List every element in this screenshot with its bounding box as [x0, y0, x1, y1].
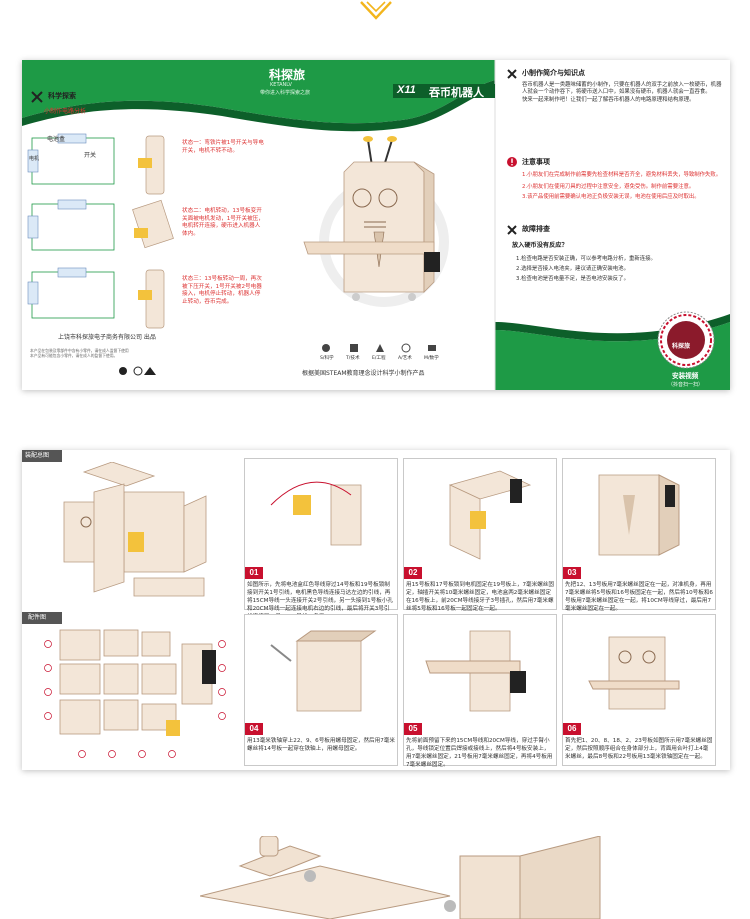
step-number: 05	[404, 723, 422, 735]
steam-e-label: E/工程	[372, 356, 386, 361]
step-panel-5: 05 先将前面预留下来的15CM导线和20CM导线，穿过手臂小孔，导线锁定位置后…	[403, 614, 557, 769]
step-text: 用13毫米铁轴穿上22、9、6号板用螺母固定，然后用7毫米螺丝将14号板一起穿在…	[247, 738, 395, 753]
state-1-text: 状态一：弯铁片被1号开关与导电开关，电机不转不动。	[182, 140, 264, 154]
intro-title: 小制作简介与知识点	[522, 69, 585, 77]
alert-icon	[507, 157, 517, 167]
step-panel-4: 04 用13毫米铁轴穿上22、9、6号板用螺母固定，然后用7毫米螺丝将14号板一…	[244, 614, 398, 766]
trouble-item: 2.选择是否接入电池夹，建议请正确安装电池。	[516, 266, 629, 272]
step-number: 02	[404, 567, 422, 579]
product-tag: X11 吞币机器人	[393, 84, 495, 99]
parts-layout	[44, 629, 226, 758]
step-panel-6: 06 首先把1、20、8、18、2、23号板如图所示用7毫米螺丝固定，然后按照顺…	[562, 614, 716, 766]
state-2-text: 状态二：电机转动，13号板变开关面被电机发动，1号开关被压，电机转开连接，硬币进…	[182, 208, 264, 237]
step-panel-3: 03 先把12、13号板用7毫米螺丝固定在一起，对准机身，再用7毫米螺丝将5号板…	[562, 458, 716, 613]
chevron-down-icon	[360, 1, 392, 20]
step-text: 先将前面预留下来的15CM导线和20CM导线，穿过手臂小孔，导线锁定位置后焊接或…	[406, 738, 553, 769]
steam-m-label: M/数学	[424, 356, 439, 361]
step-number: 06	[563, 723, 581, 735]
caution-title: 注意事项	[522, 158, 550, 166]
caution-item: 3.该产品使用前需要确认电池正负极安装无误，电池在使用后应及时取出。	[522, 194, 700, 200]
product-photo-crop	[200, 836, 601, 919]
step-text: 首先把1、20、8、18、2、23号板如图所示用7毫米螺丝固定，然后按照顺序组合…	[565, 738, 713, 761]
robot-illustration	[303, 136, 449, 307]
step-panel-1: 01 如图所示，先将电池盒红色导线穿过14号板和19号板锁制接到开关1号引线，电…	[244, 458, 398, 620]
step-text: 先把12、13号板用7毫米螺丝固定在一起，对准机身，再用7毫米螺丝将5号板和16…	[565, 582, 713, 613]
step-number: 03	[563, 567, 581, 579]
manual-sheet: 装配总图 配件图 01 如图所示，先将电池盒红色导线穿过14号板和19号板锁制接…	[22, 450, 730, 770]
caution-item: 2.小朋友们在使用刀具的过程中注意安全，避免受伤。制作前需要注意。	[522, 184, 695, 190]
section-subtitle: 小制作电路分析	[44, 108, 87, 115]
steam-t-label: T/技术	[346, 356, 360, 361]
trouble-item: 1.检查电路是否安装正确，可以参考电路分析，重新连接。	[516, 256, 656, 262]
step-text: 用15号板和17号板锁到电机固定在19号板上，7毫米螺丝固定，轴插开关将10毫米…	[406, 582, 554, 613]
small-print: 本产品在包装及零部件中含有小零件，请在成人监督下使用 本产品有可能包含小零件，请…	[30, 348, 129, 359]
brand-tagline: 带你进入科学探索之旅	[260, 90, 311, 96]
product-code: X11	[397, 84, 416, 96]
parts-tag: 配件图	[22, 612, 62, 624]
parts-title: 配件图	[28, 614, 47, 621]
steam-a-label: A/艺术	[398, 356, 412, 361]
step-number: 01	[245, 567, 263, 579]
step-number: 04	[245, 723, 263, 735]
steam-s-label: S/科学	[320, 356, 334, 361]
cert-icons	[119, 366, 156, 376]
steam-icons: S/科学 T/技术 E/工程 A/艺术 M/数学	[320, 342, 470, 366]
brochure-sheet: 科探旅 KETANLV 带你进入科学探索之旅 X11 吞币机器人 科学探索 小制…	[22, 60, 730, 390]
wrench-icon	[507, 225, 517, 235]
product-name: 吞币机器人	[429, 87, 484, 99]
section-title: 科学探索	[48, 92, 76, 100]
caution-item: 1.小朋友们在完成制作前需要先检查材料是否齐全，避免材料丢失，导致制作失败。	[522, 172, 722, 178]
footer-line: 根据美国STEAM教育理念设计科学小制作产品	[302, 370, 425, 377]
assembly-title: 装配总图	[25, 452, 50, 459]
video-label: 安装视频	[672, 372, 699, 380]
state-3-text: 状态三：13号板转动一周，再次被下压开关，1号开关被2号电器接入，电机停止转动，…	[182, 276, 262, 305]
circuit-motor-label: 电机	[29, 156, 40, 162]
circuit-battery-label: 电池盒	[47, 136, 66, 143]
step-panel-2: 02 用15号板和17号板锁到电机固定在19号板上，7毫米螺丝固定，轴插开关将1…	[403, 458, 557, 613]
trouble-question: 放入硬币没有反应？	[512, 242, 568, 249]
qr-code[interactable]	[656, 310, 716, 370]
circuit-switch-label: 开关	[84, 152, 97, 159]
brand-sub: KETANLV	[270, 82, 292, 88]
tools-icon	[507, 69, 517, 79]
exploded-view	[63, 462, 207, 597]
stamp-text: 科探旅	[672, 343, 691, 350]
assembly-tag: 装配总图	[22, 450, 62, 462]
video-sublabel: （抖音扫一扫）	[668, 382, 704, 388]
brand-name: 科探旅	[269, 68, 306, 82]
trouble-title: 故障排查	[522, 225, 550, 233]
trouble-item: 3.检查电池是否电量不足，是否电池安装反了。	[516, 276, 629, 282]
publisher: 上饶市科探旅电子商务有限公司 出品	[58, 334, 156, 341]
intro-text: 吞币机器人是一类趣味储蓄的小制作，只要在机器人的双手之前放入一枚硬币，机器人就会…	[522, 82, 722, 103]
circuit-diagrams	[27, 133, 174, 329]
tools-icon	[31, 91, 43, 103]
